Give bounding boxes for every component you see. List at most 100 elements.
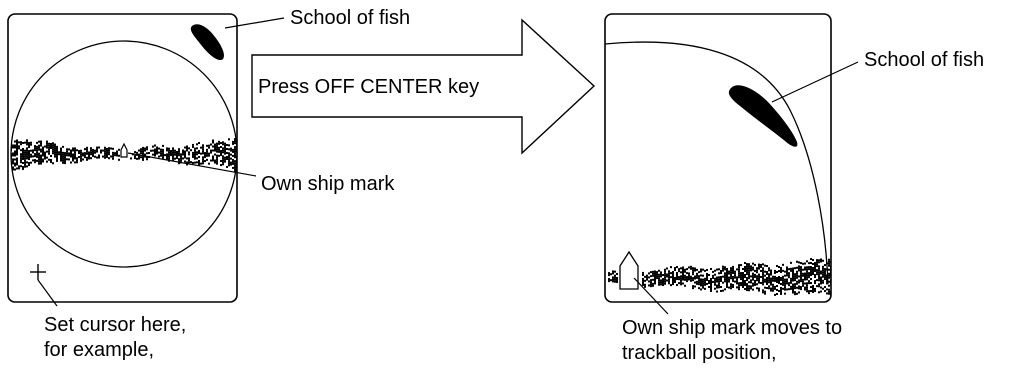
- seabed-echo-dot: [98, 156, 100, 159]
- seabed-echo-dot: [222, 143, 224, 146]
- seabed-echo-dot: [820, 286, 822, 289]
- seabed-echo-dot: [758, 289, 760, 292]
- seabed-echo-dot: [24, 161, 26, 164]
- seabed-echo-dot: [612, 272, 614, 275]
- seabed-echo-dot: [704, 279, 706, 282]
- seabed-echo-dot: [60, 159, 62, 162]
- seabed-echo-dot: [668, 270, 670, 273]
- seabed-echo-dot: [50, 161, 52, 164]
- seabed-echo-dot: [26, 155, 28, 158]
- seabed-echo-dot: [822, 269, 824, 272]
- seabed-echo-dot: [826, 268, 828, 271]
- seabed-echo-dot: [68, 148, 70, 151]
- seabed-echo-dot: [772, 287, 774, 290]
- seabed-echo-dot: [154, 152, 156, 155]
- seabed-echo-dot: [76, 159, 78, 162]
- seabed-echo-dot: [808, 290, 810, 293]
- seabed-echo-dot: [58, 151, 60, 154]
- seabed-echo-dot: [754, 279, 756, 282]
- seabed-echo-dot: [702, 286, 704, 289]
- seabed-echo-dot: [214, 147, 216, 150]
- seabed-echo-dot: [710, 285, 712, 288]
- seabed-echo-dot: [216, 142, 218, 145]
- seabed-echo-dot: [696, 274, 698, 277]
- seabed-echo-dot: [744, 270, 746, 273]
- seabed-echo-dot: [112, 157, 114, 160]
- seabed-echo-dot: [740, 272, 742, 275]
- seabed-echo-dot: [656, 275, 658, 278]
- seabed-echo-dot: [724, 280, 726, 283]
- seabed-echo-dot: [712, 274, 714, 277]
- seabed-echo-dot: [24, 149, 26, 152]
- seabed-echo-dot: [160, 152, 162, 155]
- seabed-echo-dot: [178, 162, 180, 165]
- seabed-echo-dot: [90, 151, 92, 154]
- seabed-echo-dot: [780, 276, 782, 279]
- seabed-echo-dot: [742, 278, 744, 281]
- seabed-echo-dot: [678, 282, 680, 285]
- seabed-echo-dot: [40, 148, 42, 151]
- seabed-echo-dot: [726, 283, 728, 286]
- seabed-echo-dot: [106, 155, 108, 158]
- seabed-echo-dot: [198, 149, 200, 152]
- seabed-echo-dot: [736, 286, 738, 289]
- seabed-echo-dot: [810, 266, 812, 269]
- seabed-echo-dot: [222, 163, 224, 166]
- seabed-echo-dot: [800, 262, 802, 265]
- seabed-echo-dot: [180, 153, 182, 156]
- seabed-echo-dot: [86, 150, 88, 153]
- seabed-echo-dot: [68, 152, 70, 155]
- seabed-echo-dot: [754, 275, 756, 278]
- seabed-echo-dot: [74, 155, 76, 158]
- seabed-echo-dot: [720, 279, 722, 282]
- seabed-echo-dot: [720, 289, 722, 292]
- seabed-echo-dot: [686, 272, 688, 275]
- seabed-echo-dot: [22, 157, 24, 160]
- seabed-echo-dot: [720, 285, 722, 288]
- seabed-echo-dot: [812, 267, 814, 270]
- seabed-echo-dot: [812, 271, 814, 274]
- seabed-echo-dot: [38, 152, 40, 155]
- seabed-echo-dot: [730, 285, 732, 288]
- seabed-echo-dot: [800, 280, 802, 283]
- seabed-echo-dot: [36, 151, 38, 154]
- seabed-echo-dot: [54, 153, 56, 156]
- seabed-echo-dot: [42, 152, 44, 155]
- seabed-echo-dot: [768, 279, 770, 282]
- seabed-echo-dot: [650, 283, 652, 286]
- seabed-echo-dot: [180, 159, 182, 162]
- seabed-echo-dot: [796, 280, 798, 283]
- seabed-echo-dot: [614, 276, 616, 279]
- seabed-echo-dot: [692, 285, 694, 288]
- seabed-echo-dot: [774, 293, 776, 296]
- seabed-echo-dot: [764, 264, 766, 267]
- seabed-echo-dot: [172, 149, 174, 152]
- seabed-echo-dot: [774, 287, 776, 290]
- seabed-echo-dot: [224, 160, 226, 163]
- seabed-echo-dot: [218, 142, 220, 145]
- seabed-echo-dot: [768, 285, 770, 288]
- seabed-echo-dot: [42, 154, 44, 157]
- seabed-echo-dot: [86, 156, 88, 159]
- seabed-echo-dot: [11, 155, 12, 158]
- seabed-echo-dot: [792, 277, 794, 280]
- seabed-echo-dot: [752, 276, 754, 279]
- seabed-echo-dot: [814, 266, 816, 269]
- seabed-echo-dot: [88, 157, 90, 160]
- seabed-echo-dot: [770, 271, 772, 274]
- seabed-echo-dot: [704, 281, 706, 284]
- seabed-echo-dot: [744, 262, 746, 265]
- seabed-echo-dot: [78, 150, 80, 153]
- seabed-echo-dot: [816, 263, 818, 266]
- seabed-echo-dot: [656, 271, 658, 274]
- seabed-echo-dot: [236, 150, 237, 153]
- seabed-echo-dot: [650, 281, 652, 284]
- seabed-echo-dot: [36, 147, 38, 150]
- seabed-echo-dot: [184, 146, 186, 149]
- seabed-echo-dot: [794, 267, 796, 270]
- seabed-echo-dot: [194, 153, 196, 156]
- seabed-echo-dot: [706, 282, 708, 285]
- seabed-echo-dot: [224, 150, 226, 153]
- seabed-echo-dot: [72, 155, 74, 158]
- seabed-echo-dot: [11, 145, 12, 148]
